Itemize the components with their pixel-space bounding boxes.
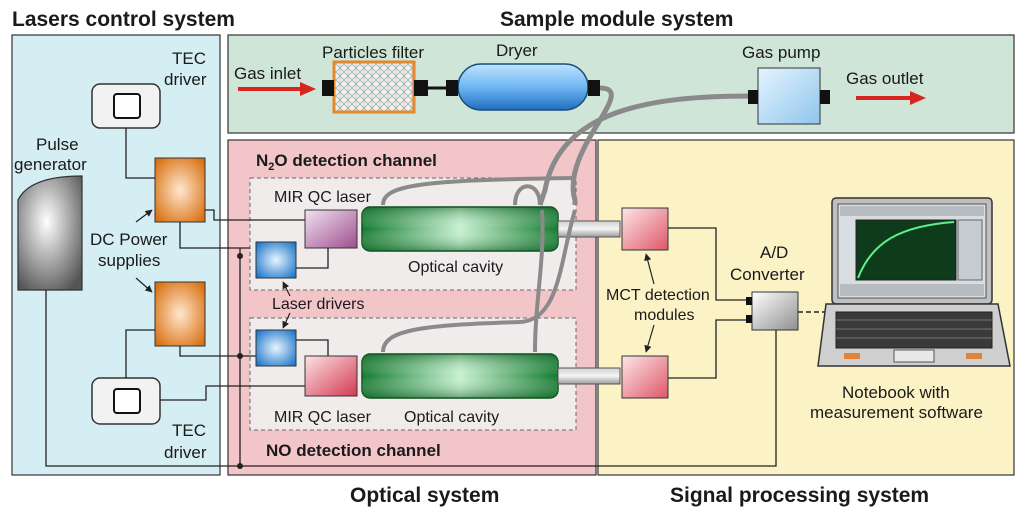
n2o-channel-title: N2O detection channel xyxy=(256,151,437,173)
particles-filter xyxy=(332,60,416,114)
pulse-generator-label-2: generator xyxy=(14,155,87,174)
ad-input-1 xyxy=(746,297,752,305)
optical-cavity-label-top: Optical cavity xyxy=(408,259,503,276)
notebook xyxy=(817,197,1011,367)
n2o-cavity-loop xyxy=(513,184,542,206)
dc-power-supply-top xyxy=(154,157,206,223)
n2o-cavity-inlet xyxy=(381,176,576,206)
mir-qc-laser-label-top: MIR QC laser xyxy=(274,189,372,206)
driver-to-laser-n2o xyxy=(296,248,329,269)
tec-driver-top-display xyxy=(113,93,141,119)
cavity-tube-n2o xyxy=(557,220,621,238)
dryer-connector-left xyxy=(446,80,458,96)
pump-connector-right xyxy=(820,90,830,104)
laser-drivers-label: Laser drivers xyxy=(272,296,364,313)
gas-inlet-label: Gas inlet xyxy=(234,64,301,83)
tec-driver-bottom-label-1: TEC xyxy=(172,421,206,440)
mir-qc-laser-no xyxy=(304,355,358,397)
gas-tube xyxy=(570,85,614,205)
laser-drivers-pointer-bottom xyxy=(282,312,291,329)
laser-driver-no xyxy=(255,329,297,367)
dryer-connector-right xyxy=(588,80,600,96)
wire-junction-1 xyxy=(237,253,243,259)
gas-pump xyxy=(757,67,821,125)
cavity-tube-no xyxy=(557,367,621,385)
gas-inlet-arrowhead xyxy=(300,82,316,96)
dc-power-label-1: DC Power xyxy=(90,230,168,249)
mir-qc-laser-n2o xyxy=(304,209,358,249)
ad-converter-label-1: A/D xyxy=(760,243,788,262)
signal-processing-title: Signal processing system xyxy=(670,484,929,507)
gas-outlet-label: Gas outlet xyxy=(846,69,924,88)
wire-junction-2 xyxy=(237,353,243,359)
mct-detector-bottom xyxy=(621,355,669,399)
notebook-curve xyxy=(857,221,955,279)
dc-pointer-top xyxy=(135,209,153,223)
dryer-label: Dryer xyxy=(496,41,538,60)
notebook-label-1: Notebook with xyxy=(842,383,950,402)
ad-converter-label-2: Converter xyxy=(730,265,805,284)
notebook-touchpad xyxy=(893,349,935,363)
mct-pointer-top xyxy=(644,253,655,285)
filter-connector-left xyxy=(322,80,334,96)
laser-drivers-pointer-top xyxy=(282,281,291,297)
tec-driver-top-label-2: driver xyxy=(164,70,207,89)
dryer xyxy=(457,63,589,111)
cavity-n2o-shading xyxy=(362,207,558,251)
cavity-no-shading xyxy=(362,354,558,398)
pulse-generator xyxy=(17,175,83,291)
ad-converter xyxy=(751,291,799,331)
laser-driver-n2o xyxy=(255,241,297,279)
dc-power-supply-bottom xyxy=(154,281,206,347)
driver-to-laser-no xyxy=(296,339,329,356)
pump-connector-left xyxy=(748,90,758,104)
lasers-control-title: Lasers control system xyxy=(12,8,235,31)
notebook-plot xyxy=(855,219,957,281)
mct-label-1: MCT detection xyxy=(606,287,710,304)
sample-module-title: Sample module system xyxy=(500,8,733,31)
tec-driver-bottom-label-2: driver xyxy=(164,443,207,462)
ad-input-2 xyxy=(746,315,752,323)
particles-filter-label: Particles filter xyxy=(322,43,424,62)
dc-power-label-2: supplies xyxy=(98,251,160,270)
mir-qc-laser-label-bottom: MIR QC laser xyxy=(274,409,372,426)
filter-connector-right xyxy=(414,80,428,96)
gas-pump-label: Gas pump xyxy=(742,43,820,62)
tec-driver-bottom-display xyxy=(113,388,141,414)
wire-junction-3 xyxy=(237,463,243,469)
notebook-label-2: measurement software xyxy=(810,403,983,422)
optical-cavity-label-bottom: Optical cavity xyxy=(404,409,499,426)
optical-title: Optical system xyxy=(350,484,499,507)
mct-pointer-bottom xyxy=(644,324,655,353)
mct-detector-top xyxy=(621,207,669,251)
mct-label-2: modules xyxy=(634,307,694,324)
no-channel-title: NO detection channel xyxy=(266,441,441,460)
gas-tube-pump xyxy=(537,93,751,206)
dc-pointer-bottom xyxy=(135,277,153,293)
tec-driver-top-label-1: TEC xyxy=(172,49,206,68)
gas-outlet-arrowhead xyxy=(910,91,926,105)
pulse-generator-label-1: Pulse xyxy=(36,135,79,154)
no-cavity-inlet xyxy=(381,209,577,353)
no-cavity-outlet xyxy=(533,209,545,353)
notebook-keyboard xyxy=(835,311,993,349)
signal-wiring xyxy=(668,227,748,379)
